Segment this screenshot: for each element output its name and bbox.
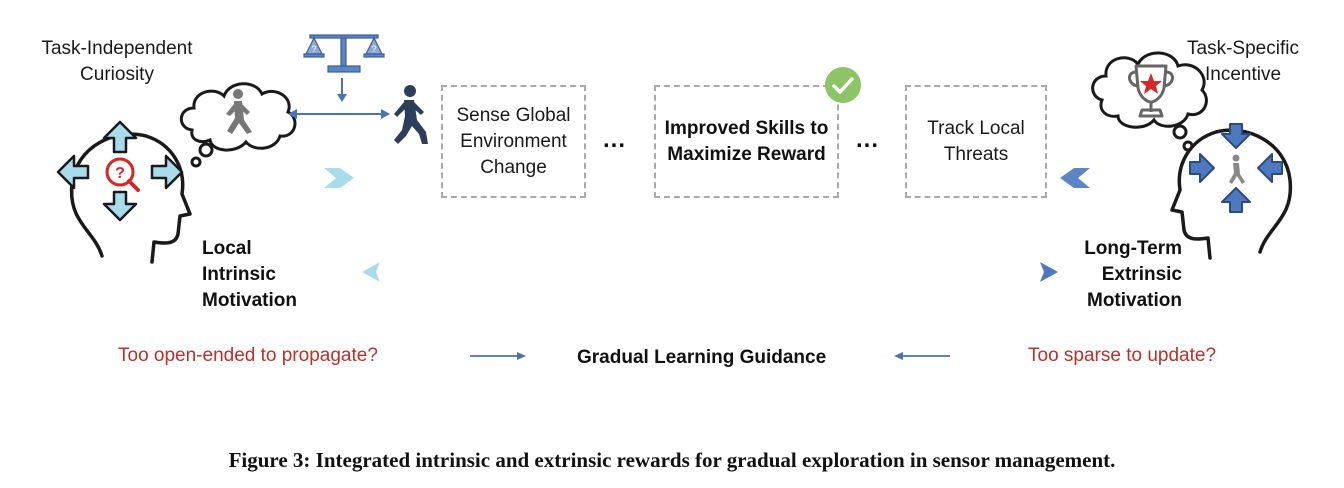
head-incentive-icon	[1170, 123, 1293, 260]
arrow-to-guidance-right	[894, 352, 950, 360]
arrow-to-guidance-left	[470, 352, 526, 360]
small-arrow-left-icon	[1060, 168, 1090, 188]
right-question-text: Too sparse to update?	[1028, 345, 1217, 366]
ellipsis-left: ...	[603, 126, 627, 153]
svg-text:?: ?	[311, 44, 316, 54]
gradient-double-arrow	[362, 262, 1058, 282]
box-improved-skills: Improved Skills to Maximize Reward	[654, 85, 839, 198]
box-sense-global: Sense Global Environment Change	[441, 85, 586, 198]
svg-text:?: ?	[371, 44, 376, 54]
balance-scale-icon: ? ?	[303, 34, 385, 73]
left-question-text: Too open-ended to propagate?	[118, 345, 378, 366]
figure-caption: Figure 3: Integrated intrinsic and extri…	[228, 448, 1116, 472]
incentive-label: Task-Specific Incentive	[1187, 38, 1299, 85]
longterm-motivation-label: Long-Term Extrinsic Motivation	[1084, 238, 1182, 311]
small-arrow-right-icon	[324, 168, 354, 188]
thought-cloud-trophy-icon	[1091, 51, 1208, 152]
walking-person-icon	[394, 85, 428, 144]
local-motivation-label: Local Intrinsic Motivation	[202, 238, 297, 311]
ellipsis-right: ...	[856, 126, 880, 153]
svg-text:?: ?	[115, 165, 125, 182]
box-track-threats: Track Local Threats	[905, 85, 1047, 198]
thought-cloud-walker-icon	[179, 82, 297, 168]
scale-connector-icon	[288, 78, 390, 119]
curiosity-label: Task-Independent Curiosity	[41, 38, 193, 85]
head-curiosity-icon: ?	[56, 120, 192, 264]
gradual-guidance-text: Gradual Learning Guidance	[577, 347, 827, 368]
checkmark-badge-icon	[825, 67, 861, 103]
